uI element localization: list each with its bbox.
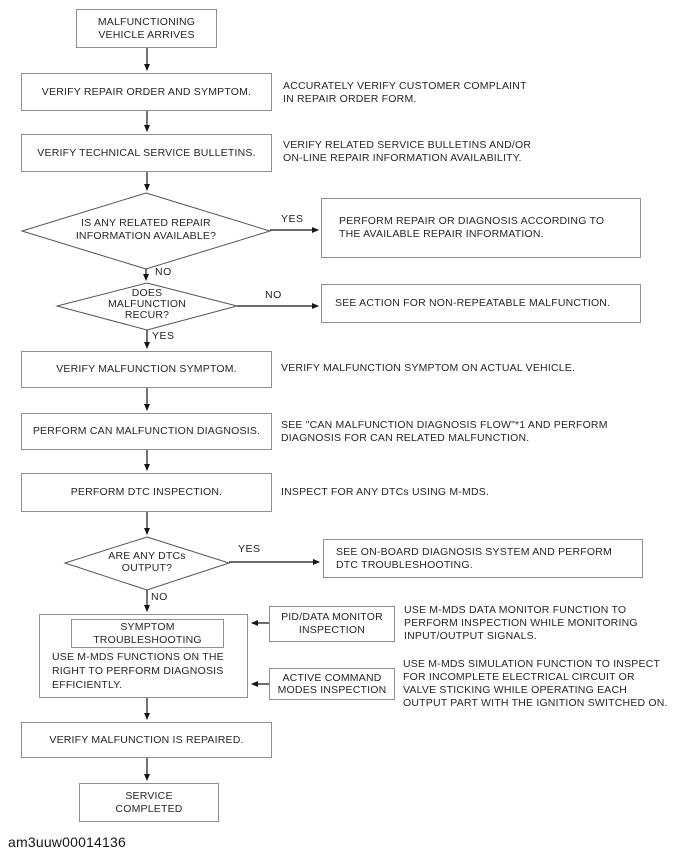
node-verify-tsb: VERIFY TECHNICAL SERVICE BULLETINS.: [21, 134, 272, 172]
node-decision-repair-info: IS ANY RELATED REPAIR INFORMATION AVAILA…: [75, 217, 217, 242]
branch-label-no-repair-info: NO: [155, 266, 172, 278]
branch-label-no-dtcs: NO: [151, 591, 168, 603]
node-verify-repaired: VERIFY MALFUNCTION IS REPAIRED.: [21, 722, 272, 758]
branch-label-yes-repair-info: YES: [281, 213, 304, 225]
branch-label-no-recur: NO: [265, 289, 282, 301]
node-perform-repair: PERFORM REPAIR OR DIAGNOSIS ACCORDING TO…: [321, 198, 641, 258]
node-active-command-modes: ACTIVE COMMAND MODES INSPECTION: [269, 668, 395, 700]
node-start: MALFUNCTIONING VEHICLE ARRIVES: [76, 9, 217, 48]
node-service-completed: SERVICE COMPLETED: [79, 783, 219, 822]
annotation-can: SEE "CAN MALFUNCTION DIAGNOSIS FLOW"*1 A…: [281, 419, 608, 444]
node-non-repeatable: SEE ACTION FOR NON-REPEATABLE MALFUNCTIO…: [321, 284, 641, 323]
annotation-repair-order: ACCURATELY VERIFY CUSTOMER COMPLAINT IN …: [283, 80, 527, 105]
branch-label-yes-recur: YES: [152, 330, 175, 342]
annotation-pid-data-monitor: USE M-MDS DATA MONITOR FUNCTION TO PERFO…: [404, 604, 638, 642]
figure-id: am3uuw00014136: [8, 834, 127, 850]
branch-label-yes-dtcs: YES: [238, 543, 261, 555]
node-pid-data-monitor: PID/DATA MONITOR INSPECTION: [269, 606, 395, 642]
node-verify-repair-order: VERIFY REPAIR ORDER AND SYMPTOM.: [21, 73, 272, 111]
annotation-symptom: VERIFY MALFUNCTION SYMPTOM ON ACTUAL VEH…: [281, 362, 576, 374]
flow-arrows: [143, 48, 320, 781]
node-decision-recur: DOES MALFUNCTION RECUR?: [107, 287, 187, 321]
node-symptom-troubleshooting-title: SYMPTOM TROUBLESHOOTING: [71, 619, 224, 648]
node-decision-dtcs: ARE ANY DTCs OUTPUT?: [108, 550, 186, 574]
annotation-tsb: VERIFY RELATED SERVICE BULLETINS AND/OR …: [283, 139, 532, 164]
node-dtc-inspection: PERFORM DTC INSPECTION.: [21, 473, 272, 512]
node-obd-troubleshooting: SEE ON-BOARD DIAGNOSIS SYSTEM AND PERFOR…: [323, 539, 643, 578]
node-symptom-troubleshooting-note: USE M-MDS FUNCTIONS ON THE RIGHT TO PERF…: [52, 651, 224, 691]
decision-diamonds: [20, 192, 272, 591]
annotation-active-command-modes: USE M-MDS SIMULATION FUNCTION TO INSPECT…: [403, 658, 668, 709]
annotation-dtc: INSPECT FOR ANY DTCs USING M-MDS.: [281, 486, 490, 498]
node-can-diagnosis: PERFORM CAN MALFUNCTION DIAGNOSIS.: [21, 413, 272, 450]
node-verify-symptom: VERIFY MALFUNCTION SYMPTOM.: [21, 351, 272, 388]
